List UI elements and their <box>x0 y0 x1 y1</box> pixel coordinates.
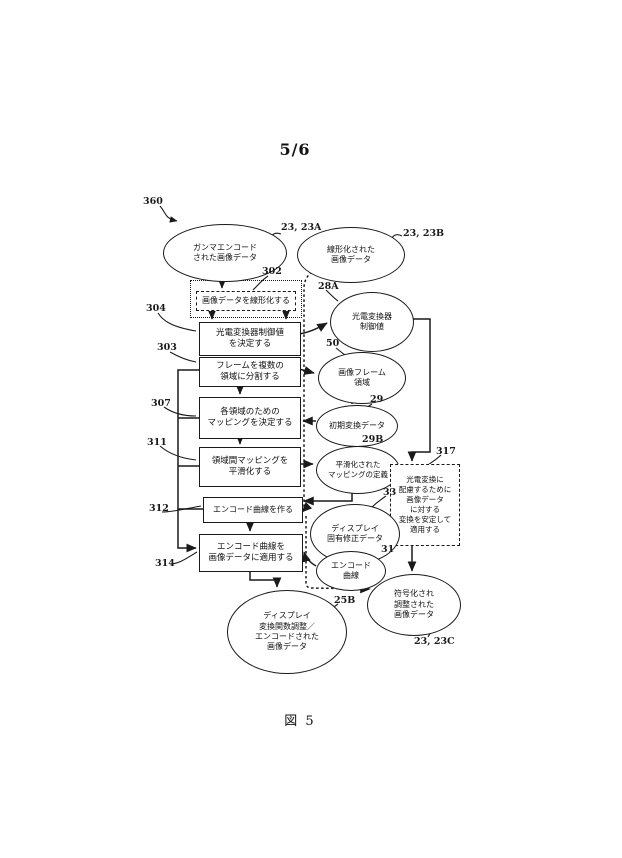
text-line: エンコード曲線を作る <box>204 505 302 515</box>
text-line: 画像データに適用する <box>200 553 302 564</box>
text-line: 画像データ <box>230 642 344 652</box>
ref-label-304: 304 <box>146 303 166 314</box>
step-smooth-inter-region-mappings: 領域間マッピングを 平滑化する <box>199 447 301 487</box>
step-create-encode-curves: エンコード曲線を作る <box>203 497 303 523</box>
text-line: 領域 <box>321 378 403 388</box>
text-line: 光電変換に <box>391 475 459 485</box>
text-line: 線形化された <box>300 245 402 255</box>
step-determine-mapping-per-region: 各領域のための マッピングを決定する <box>199 397 301 439</box>
ref-label-303: 303 <box>157 342 177 353</box>
text-line: 平滑化する <box>200 467 300 478</box>
text-line: に対する <box>391 505 459 515</box>
ref-label-307: 307 <box>151 398 171 409</box>
text-line: 画像データ <box>370 610 458 620</box>
data-linearized-image: 線形化された 画像データ <box>297 227 405 283</box>
data-encode-curves: エンコード 曲線 <box>316 551 386 591</box>
text-line: 変換を安定して <box>391 515 459 525</box>
ref-label-311: 311 <box>147 437 167 448</box>
text-line: 適用する <box>391 525 459 535</box>
step-determine-transfer-control-values: 光電変換器制御値 を決定する <box>199 322 301 356</box>
ref-label-302: 302 <box>262 266 282 277</box>
ref-label-23-23c: 23, 23C <box>414 636 455 647</box>
ref-label-29: 29 <box>370 394 383 405</box>
ref-label-29b: 29B <box>362 434 383 445</box>
step-apply-transform-stably: 光電変換に 配慮するために 画像データ に対する 変換を安定して 適用する <box>390 464 460 546</box>
text-line: 平滑化された <box>319 460 397 470</box>
text-line: ガンマエンコード <box>166 243 284 253</box>
text-line: 変換関数調整／ <box>230 622 344 632</box>
ref-label-312: 312 <box>149 503 169 514</box>
text-line: 画像データ <box>391 495 459 505</box>
text-line: 調整された <box>370 600 458 610</box>
figure-caption: 図 5 <box>260 710 340 729</box>
text-line: エンコード <box>319 561 383 571</box>
text-line: 画像データを線形化する <box>197 296 295 306</box>
text-line: 画像フレーム <box>321 368 403 378</box>
ref-label-50: 50 <box>326 338 339 349</box>
text-line: エンコードされた <box>230 632 344 642</box>
step-divide-frame-into-regions: フレームを複数の 領域に分割する <box>199 357 301 387</box>
text-line: ディスプレイ <box>230 611 344 621</box>
text-line: 固有修正データ <box>313 534 397 544</box>
ref-label-23-23a: 23, 23A <box>281 222 321 233</box>
data-initial-transform-data: 初期変換データ <box>316 405 398 447</box>
text-line: 画像データ <box>300 255 402 265</box>
text-line: 光電変換器 <box>333 312 411 322</box>
page-number: 5/6 <box>255 140 335 159</box>
ref-label-25b: 25B <box>334 595 355 606</box>
text-line: 符号化され <box>370 589 458 599</box>
data-encoded-adjusted-image: 符号化され 調整された 画像データ <box>367 574 461 636</box>
text-line: ディスプレイ <box>313 524 397 534</box>
ref-label-317: 317 <box>436 446 456 457</box>
text-line: マッピングを決定する <box>200 418 300 429</box>
ref-label-33: 33 <box>383 487 396 498</box>
data-transfer-control-values: 光電変換器 制御値 <box>330 292 414 352</box>
text-line: 領域間マッピングを <box>200 456 300 467</box>
text-line: 光電変換器制御値 <box>200 328 300 339</box>
text-line: 配慮するために <box>391 485 459 495</box>
data-display-adapted-encoded-image: ディスプレイ 変換関数調整／ エンコードされた 画像データ <box>227 590 347 674</box>
ref-label-31: 31 <box>381 544 394 555</box>
text-line: を決定する <box>200 339 300 350</box>
step-linearize-image-data: 画像データを線形化する <box>196 291 296 311</box>
data-image-frame-regions: 画像フレーム 領域 <box>318 352 406 404</box>
ref-label-23-23b: 23, 23B <box>403 228 444 239</box>
step-apply-encode-curves-to-image-data: エンコード曲線を 画像データに適用する <box>199 534 303 572</box>
text-line: 領域に分割する <box>200 372 300 383</box>
text-line: エンコード曲線を <box>200 542 302 553</box>
ref-label-28a: 28A <box>318 281 339 292</box>
text-line: 各領域のための <box>200 407 300 418</box>
text-line: 曲線 <box>319 571 383 581</box>
ref-label-360: 360 <box>143 196 163 207</box>
text-line: フレームを複数の <box>200 361 300 372</box>
text-line: 制御値 <box>333 322 411 332</box>
text-line: された画像データ <box>166 253 284 263</box>
text-line: マッピングの定義 <box>319 470 397 480</box>
text-line: 初期変換データ <box>319 421 395 431</box>
ref-label-314: 314 <box>155 558 175 569</box>
